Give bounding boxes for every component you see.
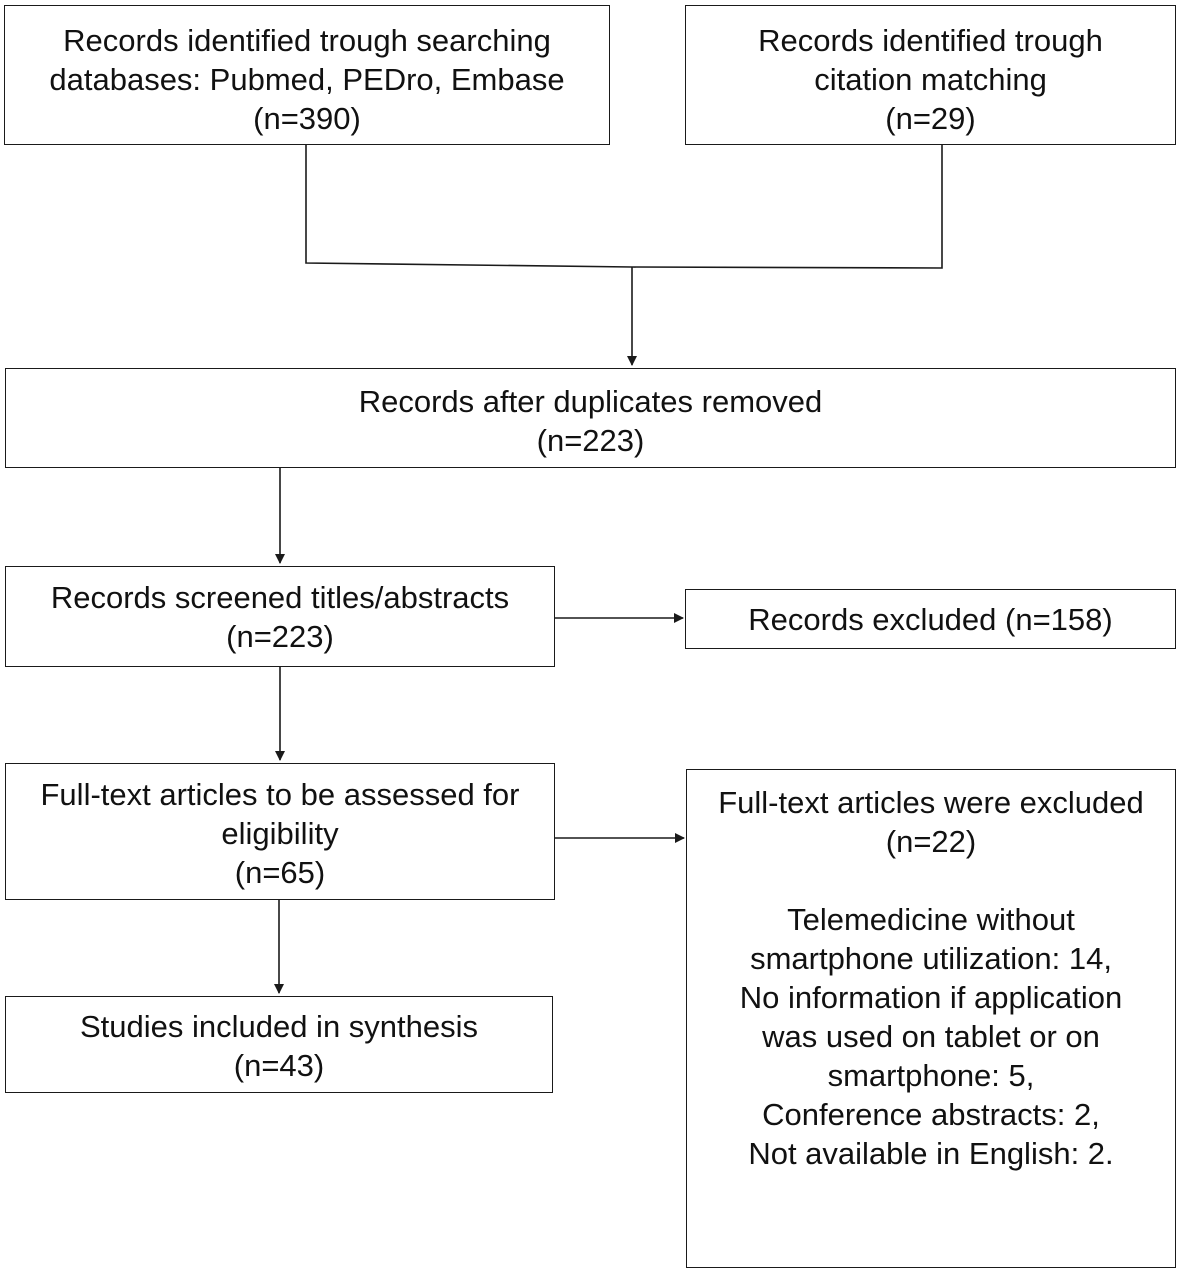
box-text: Records after duplicates removed [358, 384, 823, 419]
box-count: (n=65) [234, 855, 326, 890]
box-records-screened: Records screened titles/abstracts (n=223… [5, 566, 555, 667]
box-count: (n=390) [253, 101, 361, 136]
merge-line-right [631, 144, 943, 269]
box-text: Full-text articles to be assessed for [40, 777, 520, 812]
box-count: (n=22) [885, 824, 977, 859]
box-text: Studies included in synthesis [79, 1009, 479, 1044]
exclusion-reason: Not available in English: 2. [748, 1136, 1114, 1171]
box-fulltext-assessed: Full-text articles to be assessed for el… [5, 763, 555, 900]
box-studies-included: Studies included in synthesis (n=43) [5, 996, 553, 1093]
exclusion-reason: smartphone: 5, [827, 1058, 1035, 1093]
box-text: Records identified trough [758, 23, 1103, 58]
exclusion-reason: Telemedicine without [787, 902, 1075, 937]
box-count: (n=29) [885, 101, 976, 136]
box-records-citation: Records identified trough citation match… [685, 5, 1176, 145]
box-text: eligibility [221, 816, 339, 851]
box-text: Records screened titles/abstracts [50, 580, 510, 615]
box-records-excluded: Records excluded (n=158) [685, 589, 1176, 649]
box-text: Records identified trough searching [63, 23, 551, 58]
merge-line-left [305, 144, 633, 268]
box-text: Records excluded (n=158) [748, 602, 1113, 637]
box-records-databases: Records identified trough searching data… [4, 5, 610, 145]
exclusion-reason: smartphone utilization: 14, [750, 941, 1112, 976]
box-after-duplicates: Records after duplicates removed (n=223) [5, 368, 1176, 468]
box-count: (n=43) [233, 1048, 325, 1083]
exclusion-reason: No information if application [739, 980, 1123, 1015]
exclusion-reason: Conference abstracts: 2, [762, 1097, 1100, 1132]
box-count: (n=223) [226, 619, 334, 654]
box-fulltext-excluded: Full-text articles were excluded (n=22) … [686, 769, 1176, 1268]
box-count: (n=223) [536, 423, 645, 458]
box-text: databases: Pubmed, PEDro, Embase [49, 62, 565, 97]
box-text: citation matching [814, 62, 1047, 97]
exclusion-reason: was used on tablet or on [762, 1019, 1100, 1054]
box-text: Full-text articles were excluded [718, 785, 1144, 820]
